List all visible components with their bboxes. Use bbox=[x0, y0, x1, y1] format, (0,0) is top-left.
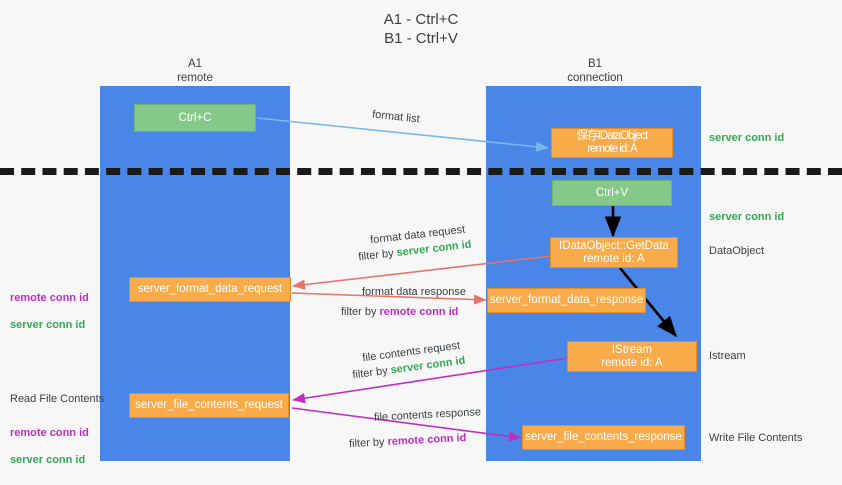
remote-conn-id-label: remote conn id bbox=[10, 291, 89, 304]
box-idataobject[interactable]: 保存IDataObject remote id: A bbox=[551, 128, 673, 158]
filter-value-remote-conn-id: remote conn id bbox=[387, 431, 467, 449]
box-server-file-contents-response[interactable]: server_file_contents_response bbox=[522, 425, 685, 450]
annotation-conn-ids-lower: remote conn id server conn id bbox=[10, 413, 89, 467]
annotation-write-file-contents: Write File Contents bbox=[709, 432, 803, 444]
column-header-b1: B1 connection bbox=[567, 58, 623, 84]
filter-value-remote-conn-id: remote conn id bbox=[379, 306, 459, 318]
annotation-read-file-contents: Read File Contents bbox=[10, 393, 105, 405]
server-conn-id-label: server conn id bbox=[10, 453, 86, 466]
box-istream[interactable]: IStream remote id: A bbox=[567, 341, 697, 372]
edge-label-format-data-response: format data response bbox=[362, 286, 466, 298]
annotation-istream: Istream bbox=[709, 350, 746, 362]
annotation-dataobject: DataObject bbox=[709, 245, 765, 257]
filter-prefix: filter by bbox=[351, 364, 392, 382]
filter-prefix: filter by bbox=[357, 247, 398, 264]
box-server-format-data-response[interactable]: server_format_data_response bbox=[487, 288, 646, 313]
edge-label-format-list: format list bbox=[371, 108, 421, 126]
edge-label-file-contents-response: file contents response bbox=[373, 406, 482, 424]
diagram-title: A1 - Ctrl+C B1 - Ctrl+V bbox=[383, 11, 459, 47]
box-ctrl-c[interactable]: Ctrl+C bbox=[134, 104, 256, 132]
filter-prefix: filter by bbox=[348, 436, 388, 451]
annotation-server-conn-id-top: server conn id bbox=[709, 132, 785, 144]
box-server-format-data-request[interactable]: server_format_data_request bbox=[129, 277, 291, 302]
divider-dashed-line bbox=[0, 168, 842, 175]
remote-conn-id-label: remote conn id bbox=[10, 426, 89, 439]
filter-prefix: filter by bbox=[341, 306, 380, 318]
annotation-server-conn-id-mid: server conn id bbox=[709, 211, 785, 223]
box-idataobject-getdata[interactable]: IDataObject::GetData remote id: A bbox=[550, 237, 678, 268]
column-header-a1: A1 remote bbox=[177, 58, 213, 84]
server-conn-id-label: server conn id bbox=[10, 318, 86, 331]
edge-label-file-contents-response-filter: filter by remote conn id bbox=[349, 431, 467, 451]
edge-label-format-data-response-filter: filter by remote conn id bbox=[341, 305, 458, 319]
annotation-conn-ids-upper: remote conn id server conn id bbox=[10, 278, 89, 332]
box-ctrl-v[interactable]: Ctrl+V bbox=[552, 180, 672, 206]
box-server-file-contents-request[interactable]: server_file_contents_request bbox=[129, 393, 289, 418]
